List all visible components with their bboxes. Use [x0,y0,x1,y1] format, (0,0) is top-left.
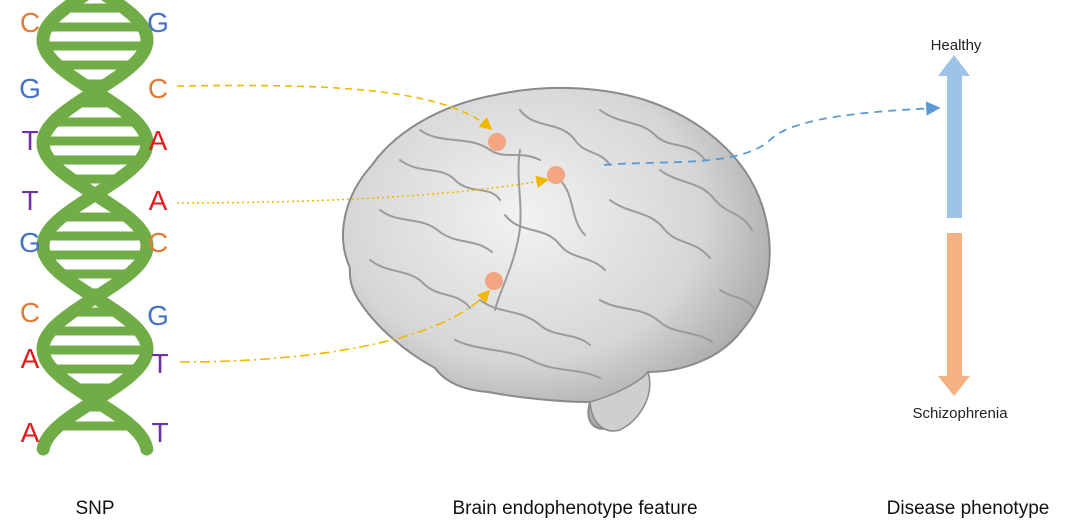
left-base-4: T [21,185,38,216]
brain-illustration [343,88,770,431]
right-base-2: C [148,73,168,104]
schizophrenia-label: Schizophrenia [912,405,1008,422]
right-base-5: C [148,227,168,258]
dna-right-bases: G C A A C G T T [147,7,169,448]
dna-left-bases: C G T T G C A A [19,7,41,448]
healthy-up-arrow [938,55,970,218]
left-base-1: C [20,7,40,38]
right-base-3: A [149,125,168,156]
right-base-1: G [147,7,169,38]
brain-feature-marker-2 [547,166,565,184]
healthy-label: Healthy [931,37,982,54]
left-base-3: T [21,125,38,156]
dna-double-helix [43,0,147,449]
right-base-8: T [151,417,168,448]
left-base-8: A [21,417,40,448]
left-base-6: C [20,297,40,328]
snp-caption: SNP [75,498,114,519]
left-base-5: G [19,227,41,258]
right-base-4: A [149,185,168,216]
disease-caption: Disease phenotype [887,498,1050,519]
schizophrenia-down-arrow [938,233,970,396]
right-base-7: T [151,348,168,379]
left-base-7: A [21,343,40,374]
brain-caption: Brain endophenotype feature [452,498,697,519]
right-base-6: G [147,300,169,331]
left-base-2: G [19,73,41,104]
brain-feature-marker-3 [485,272,503,290]
brain-feature-marker-1 [488,133,506,151]
